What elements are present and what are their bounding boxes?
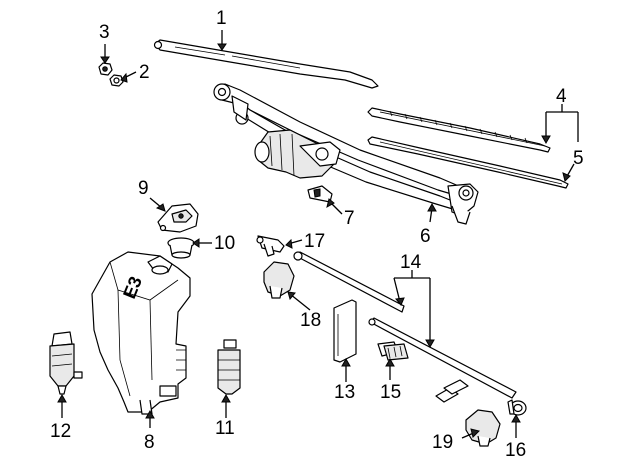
nozzle-part-19 <box>465 409 501 447</box>
wiper-linkage-part <box>213 83 479 225</box>
nut-part-2 <box>109 74 124 87</box>
callout-numbers: 1 2 3 4 5 6 7 8 9 10 11 12 13 14 15 16 1… <box>50 8 584 461</box>
callout-13: 13 <box>334 382 355 403</box>
pump-part-12 <box>49 331 83 395</box>
connector-part-16 <box>507 399 527 416</box>
small-clips-part <box>435 379 469 403</box>
callout-5: 5 <box>573 148 584 169</box>
callout-10: 10 <box>214 233 235 254</box>
callout-15: 15 <box>380 382 401 403</box>
wiper-blade-part-5 <box>367 136 569 189</box>
callout-16: 16 <box>505 440 526 461</box>
wiper-blade-part-4 <box>367 107 551 153</box>
cover-part-13 <box>333 299 357 363</box>
callout-12: 12 <box>50 421 71 442</box>
filler-cap-part-10 <box>167 237 195 259</box>
callout-8: 8 <box>144 432 155 453</box>
callout-19: 19 <box>432 432 453 453</box>
tee-connector-part-17 <box>256 235 285 257</box>
callout-1: 1 <box>216 8 227 29</box>
wiper-arm-part <box>153 39 379 89</box>
callout-2: 2 <box>139 62 150 83</box>
callout-7: 7 <box>344 208 355 229</box>
callout-14: 14 <box>400 252 422 273</box>
callout-9: 9 <box>138 178 149 199</box>
callout-11: 11 <box>215 418 235 439</box>
reservoir-part-8: E3 <box>91 251 191 415</box>
callout-6: 6 <box>420 226 431 247</box>
hose-part-14 <box>293 251 517 399</box>
pump-part-11 <box>217 339 241 395</box>
nozzle-part-18 <box>263 261 295 299</box>
clip-part-15 <box>377 341 409 361</box>
callout-4: 4 <box>556 86 567 107</box>
nut-part-3 <box>98 62 113 76</box>
cap-part-9 <box>157 203 199 233</box>
callout-leaders <box>57 30 579 439</box>
callout-3: 3 <box>99 22 110 43</box>
callout-17: 17 <box>304 231 325 252</box>
callout-18: 18 <box>300 310 321 331</box>
